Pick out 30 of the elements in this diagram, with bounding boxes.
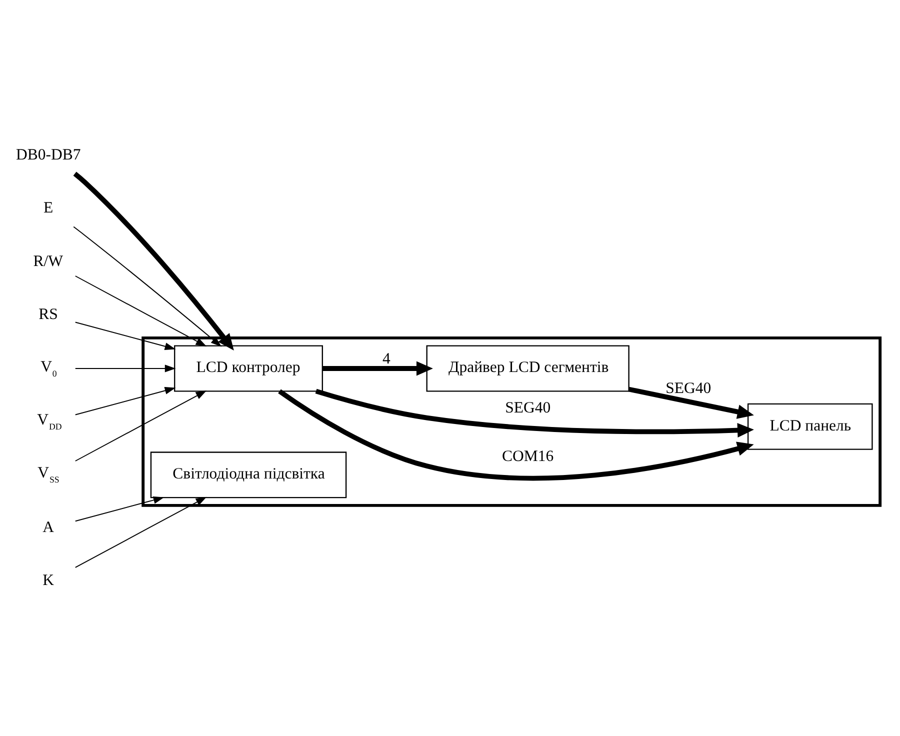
arrow <box>74 275 207 346</box>
node-text: DB0-DB7 <box>16 146 81 163</box>
arrow <box>628 386 754 418</box>
node-text: V$_{SS}$ <box>38 464 60 484</box>
edge-label: 4 <box>382 350 390 367</box>
arrow <box>278 388 754 480</box>
node-text: V$_{0}$ <box>40 358 57 378</box>
edge-label: COM16 <box>502 447 554 464</box>
arrow <box>73 226 222 346</box>
arrow <box>322 360 433 376</box>
node-box: LCD панель <box>747 402 873 450</box>
node-box: Драйвер LCD сегментів <box>426 344 630 392</box>
node-text: E <box>44 199 54 216</box>
node-text: A <box>42 518 54 536</box>
node-text: K <box>42 572 54 589</box>
edge-label: SEG40 <box>666 379 712 396</box>
arrow <box>74 496 164 522</box>
arrow <box>74 496 207 568</box>
node-text: RS <box>38 306 58 323</box>
arrow <box>73 171 234 350</box>
arrow <box>74 364 176 372</box>
node-text: R/W <box>33 252 63 270</box>
node-box: LCD контролер <box>174 344 323 392</box>
node-box: Світлодіодна підсвітка <box>150 451 347 498</box>
arrow <box>315 388 754 437</box>
arrow <box>74 386 176 415</box>
edge-label: SEG40 <box>505 399 551 416</box>
arrow <box>74 390 207 461</box>
arrow <box>74 321 176 350</box>
node-text: V$_{DD}$ <box>37 410 62 431</box>
